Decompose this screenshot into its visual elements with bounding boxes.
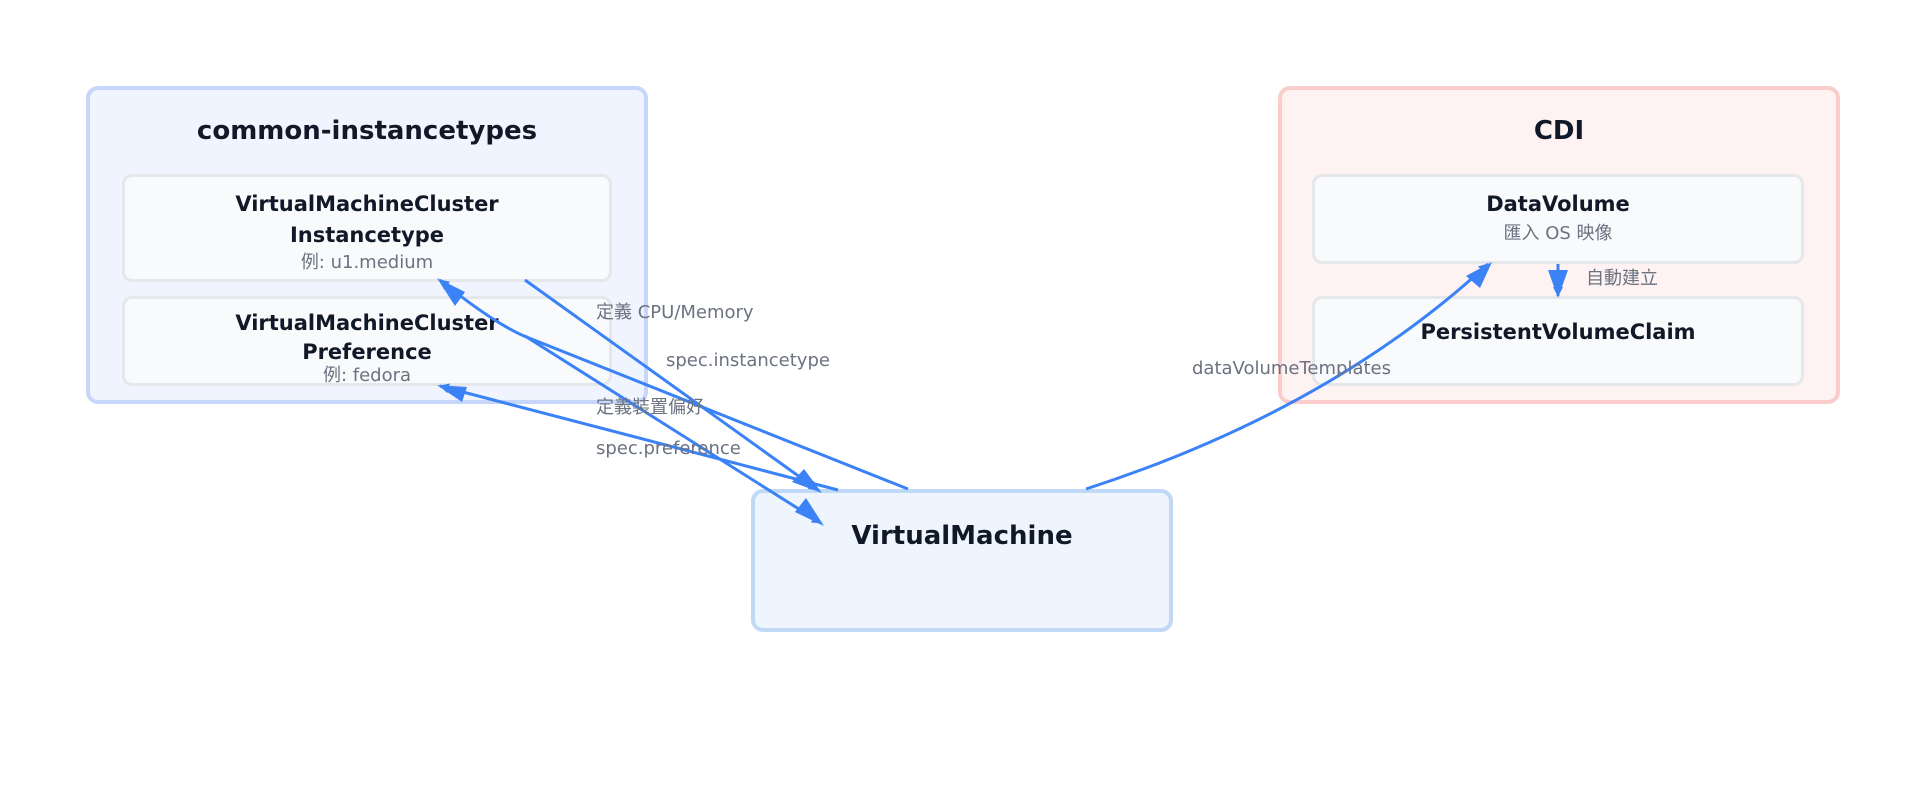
node-virtualmachine[interactable]: VirtualMachine <box>751 489 1173 632</box>
node-instancetype-sub: 例: u1.medium <box>300 252 434 273</box>
group-title-common-instancetypes: common-instancetypes <box>196 116 538 146</box>
node-preference[interactable]: VirtualMachineCluster Preference 例: fedo… <box>122 296 612 386</box>
edge-label-data-volume-templates: dataVolumeTemplates <box>1192 358 1392 379</box>
node-datavolume-title: DataVolume <box>1486 192 1630 216</box>
node-preference-sub: 例: fedora <box>322 365 412 386</box>
node-virtualmachine-title: VirtualMachine <box>851 521 1073 551</box>
node-datavolume[interactable]: DataVolume 匯入 OS 映像 <box>1312 174 1804 264</box>
edge-label-spec-preference: spec.preference <box>596 438 741 459</box>
edge-label-auto-create: 自動建立 <box>1586 268 1658 289</box>
node-instancetype-title-line1: VirtualMachineCluster <box>235 192 499 216</box>
edge-label-define-cpu: 定義 CPU/Memory <box>596 302 754 323</box>
node-datavolume-sub: 匯入 OS 映像 <box>1503 223 1613 244</box>
node-instancetype-title-line2: Instancetype <box>289 223 445 247</box>
node-pvc-title: PersistentVolumeClaim <box>1420 320 1696 344</box>
group-title-cdi: CDI <box>1533 116 1585 146</box>
edge-label-spec-instancetype: spec.instancetype <box>666 350 830 371</box>
node-instancetype[interactable]: VirtualMachineCluster Instancetype 例: u1… <box>122 174 612 282</box>
edge-label-define-pref: 定義裝置偏好 <box>596 397 704 418</box>
node-preference-title-line2: Preference <box>302 340 432 364</box>
node-preference-title-line1: VirtualMachineCluster <box>235 311 499 335</box>
